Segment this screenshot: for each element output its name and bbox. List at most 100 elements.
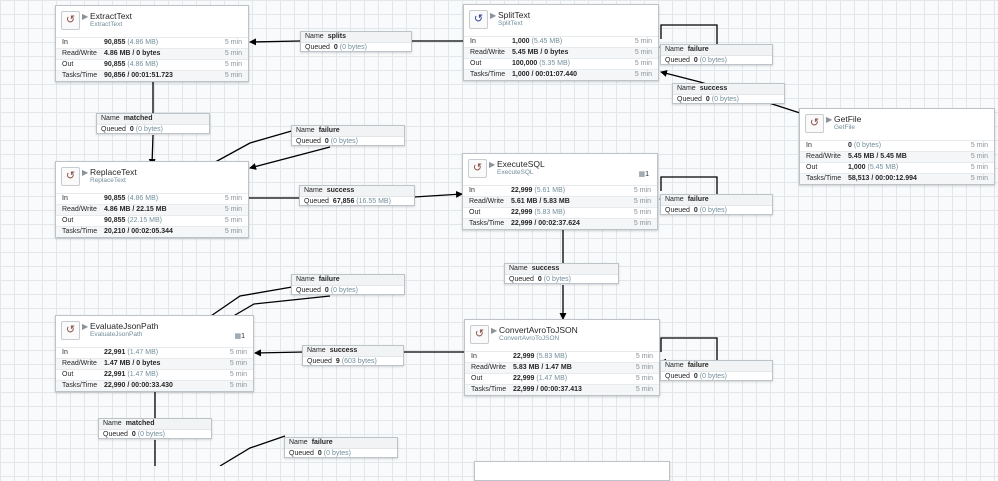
stat-window: 5 min (635, 375, 653, 382)
connection-queued-label: Queued (304, 198, 329, 205)
stat-value: 4.86 MB / 22.15 MB (104, 205, 225, 215)
queued-count: 0 (131, 431, 136, 438)
thread-count-value: 1 (645, 171, 649, 178)
play-icon[interactable]: ▶ (826, 115, 833, 124)
stat-window: 5 min (970, 142, 988, 149)
stat-window: 5 min (224, 195, 242, 202)
stat-value: 22,999 (5.61 MB) (511, 186, 634, 196)
stat-detail: (22.15 MB) (127, 217, 162, 224)
wire-replace-failure-b (229, 295, 331, 319)
processor-partial[interactable] (474, 461, 670, 481)
stat-main: 22,999 (511, 209, 533, 216)
stat-value: 22,990 / 00:00:33.430 (104, 381, 230, 391)
connection-queued-label: Queued (665, 373, 690, 380)
queued-size: (0 bytes) (699, 207, 728, 214)
processor-name: EvaluateJsonPath (90, 321, 159, 331)
connection-name-label: Name (307, 347, 326, 354)
connection-queued-value: 0 (0 bytes) (334, 44, 367, 51)
queued-size: (0 bytes) (699, 57, 728, 64)
queued-size: (0 bytes) (330, 138, 359, 145)
connection-name-label: Name (101, 115, 120, 122)
stat-detail: (5.45 MB) (867, 164, 899, 171)
stat-main: 90,855 (104, 195, 126, 202)
play-icon[interactable]: ▶ (489, 160, 496, 169)
stat-label: In (469, 187, 475, 194)
connection-queued-value: 0 (0 bytes) (538, 276, 571, 283)
processor-type: EvaluateJsonPath (90, 331, 143, 338)
stat-main: 1,000 (512, 38, 530, 45)
stat-window: 5 min (229, 360, 247, 367)
processor-icon: ↺ (470, 325, 489, 344)
play-icon[interactable]: ▶ (82, 322, 89, 331)
stat-label: Out (62, 61, 74, 68)
stat-value: 4.86 MB / 0 bytes (104, 49, 225, 59)
queued-size: (0 bytes) (323, 450, 352, 457)
connection-queued-label: Queued (307, 358, 332, 365)
stat-label: In (62, 39, 68, 46)
connection-queued-label: Queued (296, 287, 321, 294)
stat-label: Tasks/Time (62, 382, 98, 389)
stat-detail: (1.47 MB) (127, 349, 159, 356)
stat-value: 1,000 (5.45 MB) (848, 163, 971, 173)
stat-window: 5 min (970, 175, 988, 182)
stat-window: 5 min (634, 71, 652, 78)
stat-value: 22,999 (5.83 MB) (511, 208, 634, 218)
stat-main: 1,000 / 00:01:07.440 (512, 71, 577, 78)
play-icon[interactable]: ▶ (82, 168, 89, 177)
stat-detail: (4.86 MB) (127, 39, 159, 46)
connection-name: failure (687, 46, 709, 53)
stat-label: Read/Write (62, 206, 97, 213)
queued-size: (603 bytes) (341, 358, 377, 365)
queued-size: (16.55 MB) (356, 198, 391, 205)
stat-main: 90,855 (104, 39, 126, 46)
stat-value: 90,855 (4.86 MB) (104, 38, 225, 48)
connection-name: failure (687, 196, 709, 203)
play-icon[interactable]: ▶ (491, 326, 498, 335)
stat-label: Tasks/Time (62, 72, 98, 79)
queued-size: (0 bytes) (137, 431, 166, 438)
stat-label: In (62, 195, 68, 202)
processor-glyph: ↺ (472, 162, 483, 174)
stat-window: 5 min (633, 209, 651, 216)
connection-queued-value: 0 (0 bytes) (325, 138, 358, 145)
processor-icon: ↺ (805, 114, 824, 133)
stat-label: Out (471, 375, 483, 382)
processor-glyph: ↺ (473, 13, 484, 25)
play-icon[interactable]: ▶ (82, 12, 89, 21)
play-icon[interactable]: ▶ (490, 11, 497, 20)
stat-main: 5.45 MB / 5.45 MB (848, 153, 907, 160)
connection-name-label: Name (665, 362, 684, 369)
processor-glyph: ↺ (474, 328, 485, 340)
wire-replace-failure (207, 286, 293, 319)
processor-icon: ↺ (61, 11, 80, 30)
